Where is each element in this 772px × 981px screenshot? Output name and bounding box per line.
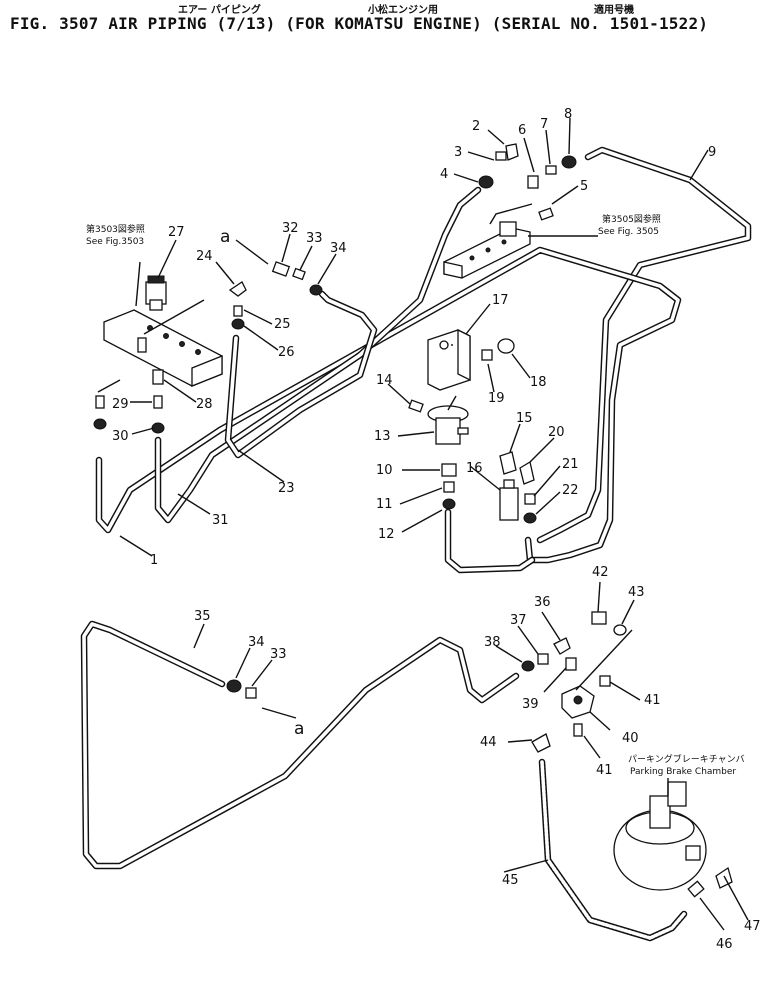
pipe-23 <box>224 290 378 459</box>
callout-34-lower: 34 <box>248 635 265 650</box>
valve-block-left <box>103 309 223 387</box>
callout-21: 21 <box>562 457 579 472</box>
fittings <box>93 143 733 898</box>
callout-33: 33 <box>306 231 323 246</box>
valve-40 <box>561 685 595 719</box>
pipe-31 <box>154 186 482 524</box>
callout-43: 43 <box>628 585 645 600</box>
callout-16: 16 <box>466 461 483 476</box>
callout-3: 3 <box>454 145 462 160</box>
callout-34: 34 <box>330 241 347 256</box>
subtitle-serial-jp: 適用号機 <box>594 5 634 16</box>
callout-12: 12 <box>378 527 395 542</box>
valve-27 <box>145 275 167 311</box>
pipe-1 <box>95 246 682 564</box>
callout-31: 31 <box>212 513 229 528</box>
callout-19: 19 <box>488 391 505 406</box>
callout-42: 42 <box>592 565 609 580</box>
callout-22: 22 <box>562 483 579 498</box>
callout-17: 17 <box>492 293 509 308</box>
header: エアー パイピング 小松エンジン用 適用号機 FIG. 3507 AIR PIP… <box>0 0 772 46</box>
callout-28: 28 <box>196 397 213 412</box>
connection-marker-a-bottom: a <box>294 719 304 739</box>
callout-41-upper: 41 <box>644 693 661 708</box>
ref-parking-brake-en: Parking Brake Chamber <box>630 767 736 777</box>
callout-15: 15 <box>516 411 533 426</box>
pipe-12 <box>444 508 536 574</box>
callout-8: 8 <box>564 107 572 122</box>
callout-2: 2 <box>472 119 480 134</box>
ref-fig3505-en: See Fig. 3505 <box>598 227 659 237</box>
parking-brake-chamber <box>613 781 707 891</box>
callout-35: 35 <box>194 609 211 624</box>
pipe-35 <box>80 620 520 870</box>
callout-41-lower: 41 <box>596 763 613 778</box>
callout-44: 44 <box>480 735 497 750</box>
valve-16 <box>499 479 519 521</box>
callout-18: 18 <box>530 375 547 390</box>
callout-29: 29 <box>112 397 129 412</box>
callout-11: 11 <box>376 497 393 512</box>
callout-36: 36 <box>534 595 551 610</box>
pipe-9 <box>536 146 752 544</box>
callout-1: 1 <box>150 553 158 568</box>
callout-27: 27 <box>168 225 185 240</box>
callout-47: 47 <box>744 919 761 934</box>
callout-23: 23 <box>278 481 295 496</box>
callout-46: 46 <box>716 937 733 952</box>
connection-marker-a-top: a <box>220 227 230 247</box>
ref-fig3503-en: See Fig.3503 <box>86 237 144 247</box>
ref-fig3505-jp: 第3505図参照 <box>602 213 661 225</box>
callout-38: 38 <box>484 635 501 650</box>
callout-39: 39 <box>522 697 539 712</box>
callout-25: 25 <box>274 317 291 332</box>
callout-9: 9 <box>708 145 716 160</box>
callout-24: 24 <box>196 249 213 264</box>
callout-14: 14 <box>376 373 393 388</box>
subtitle-air-piping-jp: エアー パイピング <box>178 5 261 16</box>
callout-7: 7 <box>540 117 548 132</box>
valve-13 <box>427 395 469 445</box>
ref-parking-brake-jp: パーキングブレーキチャンバ <box>628 753 745 765</box>
callout-26: 26 <box>278 345 295 360</box>
callout-4: 4 <box>440 167 448 182</box>
callout-numbers: 1 2 3 4 5 6 7 8 9 10 11 12 13 14 15 16 1… <box>112 107 761 952</box>
valve-block-right <box>443 221 531 279</box>
subtitle-komatsu-engine-jp: 小松エンジン用 <box>368 5 438 16</box>
callout-6: 6 <box>518 123 526 138</box>
callout-45: 45 <box>502 873 519 888</box>
callout-40: 40 <box>622 731 639 746</box>
callout-5: 5 <box>580 179 588 194</box>
callout-20: 20 <box>548 425 565 440</box>
leader-lines <box>97 117 749 931</box>
callout-37: 37 <box>510 613 527 628</box>
callout-13: 13 <box>374 429 391 444</box>
callout-33-lower: 33 <box>270 647 287 662</box>
ref-fig3503-jp: 第3503図参照 <box>86 223 145 235</box>
figure-title: FIG. 3507 AIR PIPING (7/13) (FOR KOMATSU… <box>10 14 709 33</box>
callout-32: 32 <box>282 221 299 236</box>
hose-45 <box>538 758 688 942</box>
bracket-17 <box>427 328 471 391</box>
callout-30: 30 <box>112 429 129 444</box>
callout-10: 10 <box>376 463 393 478</box>
